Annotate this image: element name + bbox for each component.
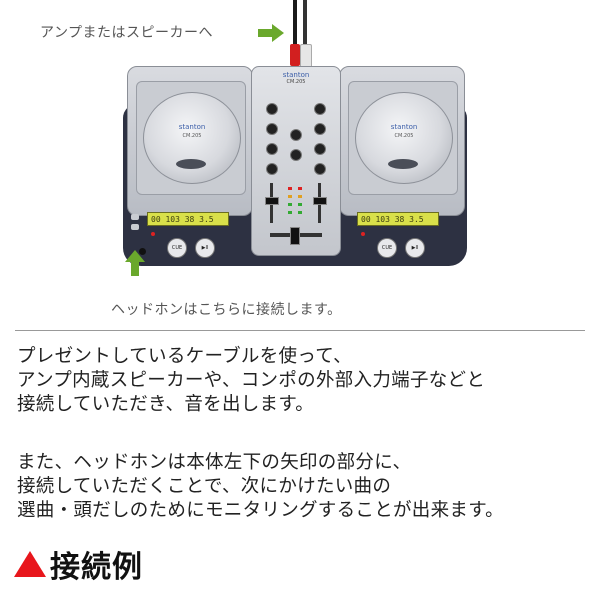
text-line: 選曲・頭だしのためにモニタリングすることが出来ます。 — [17, 500, 504, 521]
eq-knob — [266, 123, 278, 135]
platter-frame: stanton CM.205 — [348, 81, 458, 195]
platter-handle — [388, 159, 418, 169]
level-led — [288, 195, 292, 198]
platter-model: CM.205 — [394, 133, 414, 139]
eq-knob — [266, 103, 278, 115]
deck-mini-button — [131, 224, 139, 230]
eq-knob — [314, 163, 326, 175]
text-line: プレゼントしているケーブルを使って、 — [17, 346, 352, 367]
mixer-model: CM.205 — [286, 79, 306, 85]
right-play-button: ▶II — [405, 238, 425, 258]
eq-knob — [314, 143, 326, 155]
arrow-right-icon — [258, 24, 284, 42]
deck-mini-button — [131, 214, 139, 220]
left-lcd-display: 00 103 38 3.5 — [147, 212, 229, 226]
section-heading: 接続例 — [14, 542, 143, 586]
section-heading-text: 接続例 — [50, 550, 143, 585]
mixer-brand: stanton — [282, 71, 310, 79]
text-line: アンプ内蔵スピーカーや、コンポの外部入力端子などと — [17, 370, 486, 391]
audio-cable — [303, 0, 307, 60]
level-led — [288, 211, 292, 214]
section-divider — [15, 330, 585, 331]
arrow-up-icon — [125, 250, 145, 276]
headphone-jack — [139, 248, 146, 255]
crossfader-cap — [290, 227, 300, 245]
level-led — [288, 187, 292, 190]
dj-controller-image: stanton CM.205 stanton CM.205 stanton CM… — [123, 66, 467, 266]
description-paragraph-1: プレゼントしているケーブルを使って、 アンプ内蔵スピーカーや、コンポの外部入力端… — [17, 345, 485, 417]
master-knob — [290, 129, 302, 141]
jog-wheel: stanton CM.205 — [143, 92, 241, 184]
jog-wheel: stanton CM.205 — [355, 92, 453, 184]
level-led — [298, 211, 302, 214]
level-led — [298, 195, 302, 198]
rca-plug-red — [290, 44, 300, 66]
indicator-led — [361, 232, 365, 236]
indicator-led — [151, 232, 155, 236]
left-play-button: ▶II — [195, 238, 215, 258]
triangle-marker-icon — [14, 551, 46, 577]
text-line: 接続していただくことで、次にかけたい曲の — [17, 476, 392, 497]
right-cue-button: CUE — [377, 238, 397, 258]
right-lcd-display: 00 103 38 3.5 — [357, 212, 439, 226]
audio-cable — [293, 0, 297, 60]
cue-mix-knob — [290, 149, 302, 161]
channel-fader-cap — [265, 197, 279, 205]
level-led — [298, 187, 302, 190]
platter-brand: stanton — [390, 123, 418, 131]
level-led — [288, 203, 292, 206]
description-paragraph-2: また、ヘッドホンは本体左下の矢印の部分に、 接続していただくことで、次にかけたい… — [17, 451, 504, 523]
amp-speaker-caption: アンプまたはスピーカーへ — [40, 25, 214, 41]
eq-knob — [314, 123, 326, 135]
level-led — [298, 203, 302, 206]
eq-knob — [314, 103, 326, 115]
left-cue-button: CUE — [167, 238, 187, 258]
right-deck: stanton CM.205 — [339, 66, 465, 216]
channel-fader-cap — [313, 197, 327, 205]
text-line: 接続していただき、音を出します。 — [17, 394, 315, 415]
platter-model: CM.205 — [182, 133, 202, 139]
mixer-section: stanton CM.205 — [251, 66, 341, 256]
left-deck: stanton CM.205 — [127, 66, 253, 216]
eq-knob — [266, 143, 278, 155]
platter-brand: stanton — [178, 123, 206, 131]
platter-handle — [176, 159, 206, 169]
platter-frame: stanton CM.205 — [136, 81, 246, 195]
headphone-caption: ヘッドホンはこちらに接続します。 — [111, 302, 342, 318]
text-line: また、ヘッドホンは本体左下の矢印の部分に、 — [17, 452, 412, 473]
eq-knob — [266, 163, 278, 175]
rca-plug-white — [300, 44, 312, 68]
